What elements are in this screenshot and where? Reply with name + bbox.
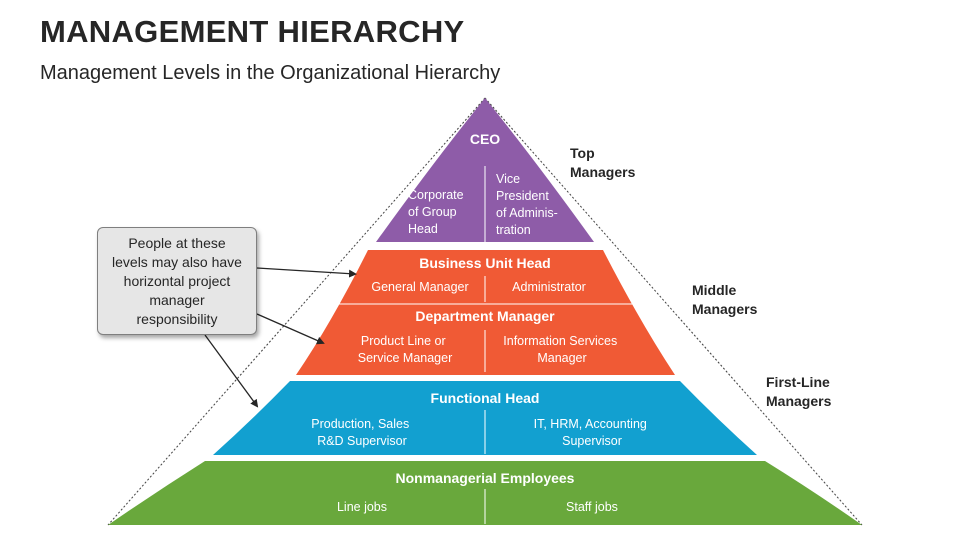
pyramid-outline-right [484, 97, 863, 526]
tier-middle-shape [296, 250, 675, 375]
tier-ceo-title: CEO [470, 131, 500, 147]
tier-functional-title: Functional Head [431, 390, 540, 406]
tier-functional-right: IT, HRM, Accounting Supervisor [534, 417, 651, 448]
tier-nonmanagerial-left: Line jobs [337, 500, 387, 514]
label-middle-managers: Middle Managers [692, 282, 758, 317]
callout-line: manager [149, 291, 205, 308]
tier-business-right: Administrator [512, 280, 586, 294]
callout-arrow-department [256, 313, 325, 345]
tier-department-right: Information Services Manager [503, 334, 620, 365]
label-first-line-managers: First-Line Managers [766, 374, 832, 409]
tier-department-left: Product Line or Service Manager [358, 334, 453, 365]
page-subtitle: Management Levels in the Organizational … [40, 62, 501, 84]
callout-line: People at these [128, 234, 226, 251]
tier-business-title: Business Unit Head [419, 255, 550, 271]
tier-nonmanagerial-title: Nonmanagerial Employees [396, 470, 575, 486]
pyramid-outline-left [107, 97, 486, 526]
tier-ceo-left: Corporate of Group Head [408, 188, 467, 236]
tier-department-title: Department Manager [415, 308, 555, 324]
label-top-managers: Top Managers [570, 145, 636, 180]
callout-box: People at these levels may also have hor… [97, 227, 257, 335]
callout-line: horizontal project [123, 272, 231, 289]
callout-arrow-business [256, 267, 357, 278]
tier-nonmanagerial-right: Staff jobs [566, 500, 618, 514]
callout-arrow-functional [204, 334, 259, 408]
page-title: MANAGEMENT HIERARCHY [40, 14, 465, 49]
tier-functional-left: Production, Sales R&D Supervisor [311, 417, 412, 448]
callout-line: responsibility [136, 310, 218, 327]
callout-line: levels may also have [112, 253, 242, 270]
tier-business-left: General Manager [371, 280, 468, 294]
tier-ceo-right: Vice President of Adminis- tration [496, 172, 561, 237]
